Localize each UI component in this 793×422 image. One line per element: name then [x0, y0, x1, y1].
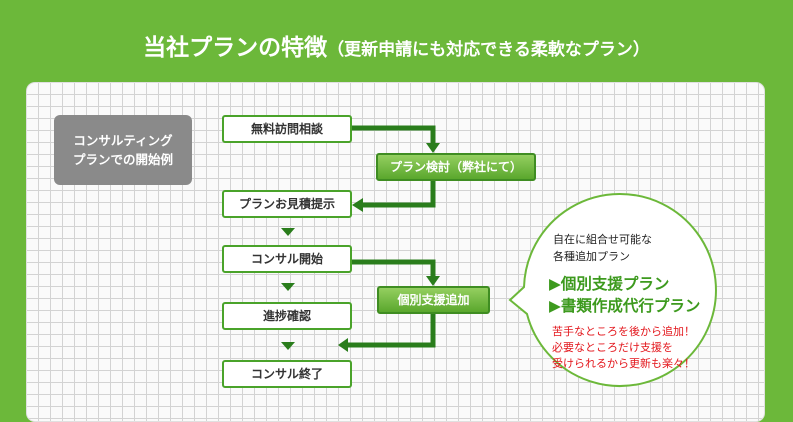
bubble-note-line-2: 必要なところだけ支援を — [552, 341, 673, 354]
arrowhead-s1-s2 — [426, 143, 440, 153]
arrowhead-s4-s6 — [281, 283, 295, 291]
connector-s2-s3 — [363, 180, 436, 208]
plan-document-preparation: ▶書類作成代行プラン — [549, 297, 701, 315]
connector-s4-s5 — [351, 259, 436, 276]
bubble-intro: 自在に組合せ可能な 各種追加プラン — [553, 231, 652, 265]
speech-bubble — [508, 193, 717, 387]
arrowhead-s2-s3 — [352, 198, 363, 212]
plan-individual-support: ▶個別支援プラン — [549, 275, 670, 293]
step-individual-support-add: 個別支援追加 — [377, 286, 490, 314]
connector-s5-s7 — [348, 314, 436, 348]
connector-s1-s2 — [351, 125, 436, 143]
step-consulting-end: コンサル終了 — [222, 360, 352, 388]
bubble-intro-line-2: 各種追加プラン — [553, 250, 630, 263]
bubble-note: 苦手なところを後から追加！ 必要なところだけ支援を 受けられるから更新も楽々！ — [552, 324, 695, 372]
bubble-note-line-1: 苦手なところを後から追加！ — [552, 325, 695, 338]
bubble-note-line-3: 受けられるから更新も楽々！ — [552, 357, 695, 370]
step-free-visit-consultation: 無料訪問相談 — [222, 115, 352, 143]
bubble-intro-line-1: 自在に組合せ可能な — [553, 233, 652, 246]
example-label: コンサルティング プランでの開始例 — [54, 115, 192, 185]
arrowhead-s6-s7 — [281, 342, 295, 350]
example-label-line-2: プランでの開始例 — [72, 152, 173, 167]
title-main: 当社プランの特徴 — [143, 35, 328, 61]
step-consulting-start: コンサル開始 — [222, 245, 352, 273]
step-progress-check: 進捗確認 — [222, 302, 352, 330]
title-sub: （更新申請にも対応できる柔軟なプラン） — [327, 40, 650, 60]
arrowhead-s5-s7 — [338, 338, 348, 352]
page-title: 当社プランの特徴（更新申請にも対応できる柔軟なプラン） — [0, 28, 793, 62]
step-quote-presentation: プランお見積提示 — [222, 190, 352, 218]
arrowhead-s4-s5 — [426, 276, 440, 286]
step-plan-review: プラン検討（弊社にて） — [376, 153, 536, 181]
arrowhead-s3-s4 — [281, 228, 295, 236]
example-label-line-1: コンサルティング — [73, 133, 173, 148]
